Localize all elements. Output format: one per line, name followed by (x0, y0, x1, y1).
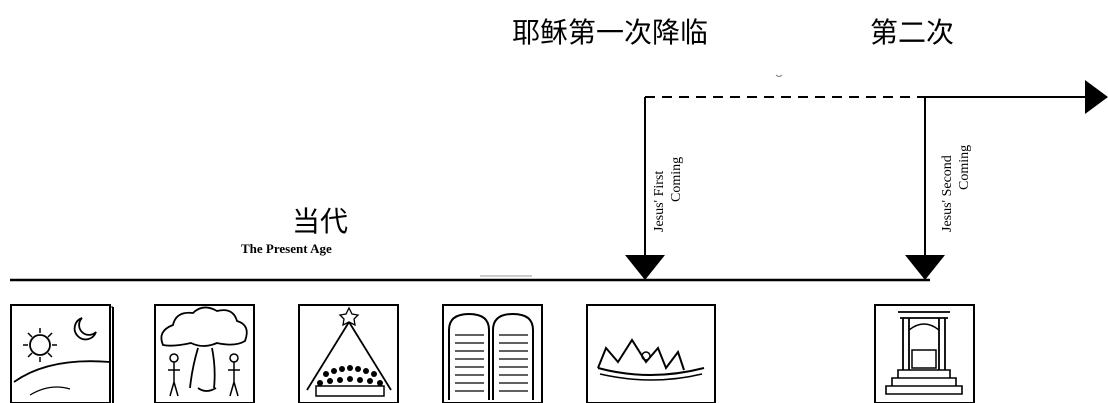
second-coming-en-label: Jesus' Second Coming (940, 145, 972, 232)
crown-icon (586, 304, 716, 403)
first-coming-arrow-head (625, 255, 665, 280)
second-coming-arrow-head (905, 255, 945, 280)
second-coming-cn-label: 第二次 (870, 16, 954, 49)
small-mark (775, 74, 783, 77)
creation-icon (10, 304, 114, 403)
svg-text:Jesus' Second: Jesus' Second (940, 155, 955, 232)
svg-text:Coming: Coming (669, 157, 684, 202)
present-age-cn-label: 当代 (292, 205, 348, 238)
present-age-en-label: The Present Age (241, 241, 332, 256)
tower-people-icon (298, 304, 399, 403)
svg-text:Coming: Coming (957, 145, 972, 190)
ten-commandments-icon (442, 304, 543, 403)
first-coming-cn-label: 耶稣第一次降临 (512, 16, 708, 49)
future-arrow-head (1085, 80, 1108, 114)
throne-icon (874, 304, 975, 403)
first-coming-en-label: Jesus' First Coming (652, 157, 684, 232)
svg-text:Jesus' First: Jesus' First (652, 171, 667, 232)
tree-of-knowledge-icon (154, 304, 255, 403)
